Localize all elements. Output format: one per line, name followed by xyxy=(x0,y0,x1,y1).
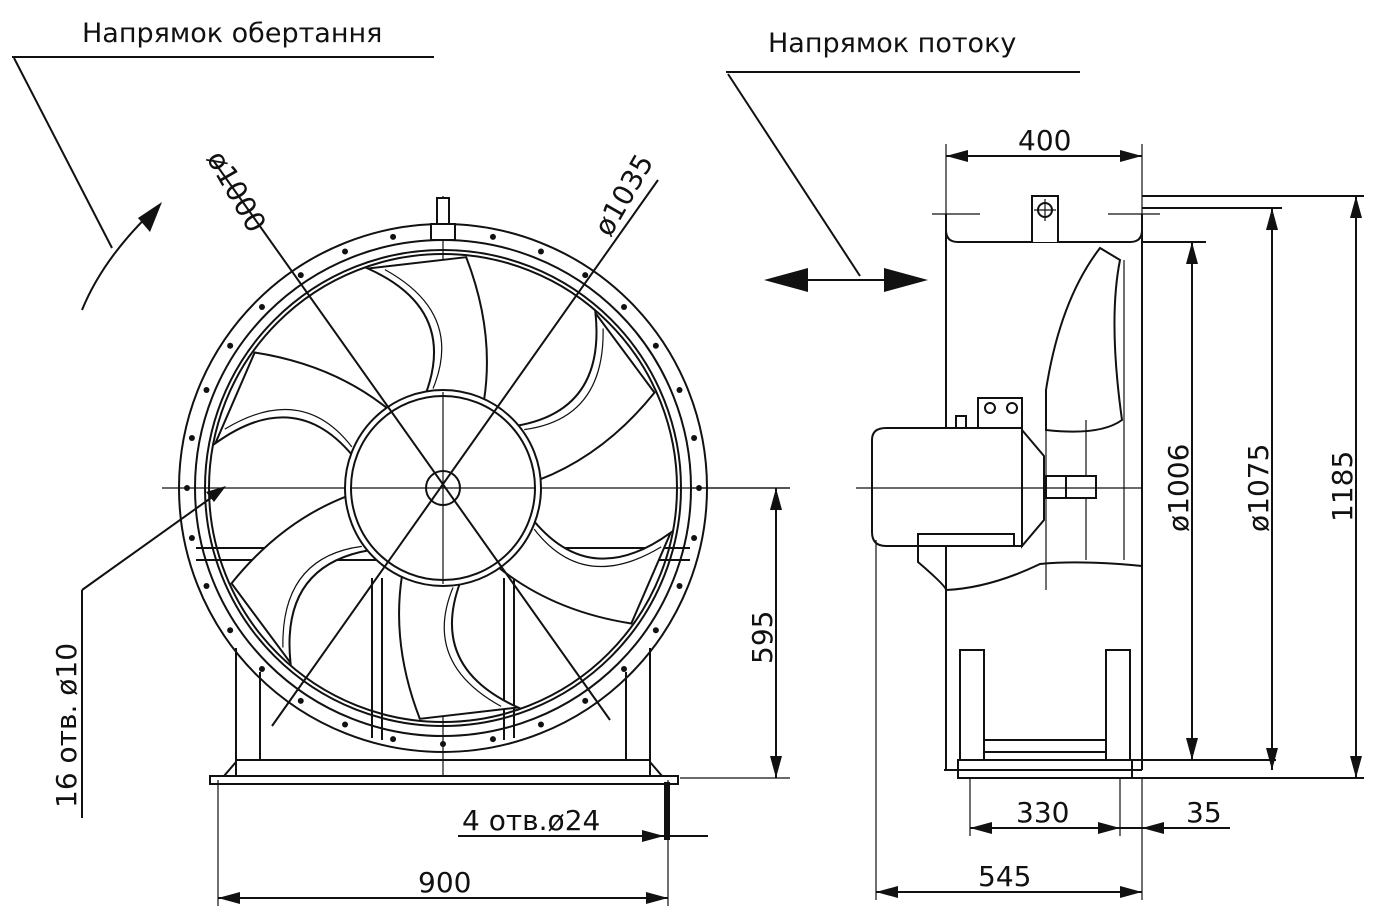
bolt-hole xyxy=(652,627,659,634)
bolt-hole xyxy=(184,485,190,491)
impeller-blade xyxy=(398,573,522,720)
blade-edge xyxy=(524,328,604,431)
bolt-hole xyxy=(621,303,628,310)
bolt-hole xyxy=(227,627,234,634)
bolt-hole xyxy=(203,387,210,394)
front-view: ø1000 ø1035 16 отв. ø10 595 4 отв.ø24 90… xyxy=(50,145,790,906)
dim-545-label: 545 xyxy=(978,860,1031,893)
bolt-hole xyxy=(297,272,304,279)
dim-900-label: 900 xyxy=(418,866,471,899)
bolt-hole xyxy=(676,387,683,394)
impeller-blade xyxy=(496,518,674,625)
flow-direction-callout: Напрямок потоку xyxy=(726,28,1080,292)
impeller-blade xyxy=(364,256,488,403)
bolt-hole xyxy=(227,342,234,349)
flange-bolt-holes xyxy=(184,229,702,747)
blade-edge xyxy=(533,528,662,567)
dim-1075-label: ø1075 xyxy=(1242,444,1275,532)
holes-4-label: 4 отв.ø24 xyxy=(462,804,600,837)
diameter-1000-label: ø1000 xyxy=(200,145,273,238)
bolt-hole xyxy=(537,248,544,255)
bolt-hole xyxy=(390,233,397,240)
bolt-hole xyxy=(188,435,195,442)
bolt-hole xyxy=(691,534,698,541)
impeller-blade xyxy=(212,351,390,458)
bolt-hole xyxy=(621,666,628,673)
bolt-hole xyxy=(582,272,589,279)
bolt-hole xyxy=(188,534,195,541)
bolt-hole xyxy=(203,582,210,589)
holes-16-label: 16 отв. ø10 xyxy=(50,643,83,808)
bolt-hole xyxy=(440,741,446,747)
bolt-hole xyxy=(489,233,496,240)
bolt-hole xyxy=(489,736,496,743)
bolt-hole xyxy=(652,342,659,349)
dim-400-label: 400 xyxy=(1018,124,1071,157)
blade-edge xyxy=(443,587,502,707)
rotation-direction-label: Напрямок обертання xyxy=(82,18,382,49)
dim-1006-label: ø1006 xyxy=(1162,444,1195,532)
flow-direction-label: Напрямок потоку xyxy=(768,28,1016,59)
dim-1185-label: 1185 xyxy=(1326,451,1359,522)
bolt-hole xyxy=(258,303,265,310)
dim-35-label: 35 xyxy=(1186,796,1222,829)
bolt-hole xyxy=(390,736,397,743)
bolt-hole xyxy=(258,666,265,673)
bolt-hole xyxy=(342,248,349,255)
blade-edge xyxy=(384,269,443,389)
side-view: 400 xyxy=(856,124,1364,900)
dim-330-label: 330 xyxy=(1016,796,1069,829)
bolt-hole xyxy=(691,435,698,442)
diameter-1035-label: ø1035 xyxy=(587,148,660,241)
bolt-hole xyxy=(297,697,304,704)
rotation-direction-callout: Напрямок обертання xyxy=(12,18,434,311)
bolt-hole xyxy=(342,721,349,728)
bolt-hole xyxy=(676,582,683,589)
blade-edge xyxy=(282,545,362,648)
blade-edge xyxy=(224,409,353,448)
bolt-hole xyxy=(537,721,544,728)
impeller-blades xyxy=(212,256,674,720)
bolt-hole xyxy=(582,697,589,704)
dim-595-label: 595 xyxy=(746,611,779,664)
